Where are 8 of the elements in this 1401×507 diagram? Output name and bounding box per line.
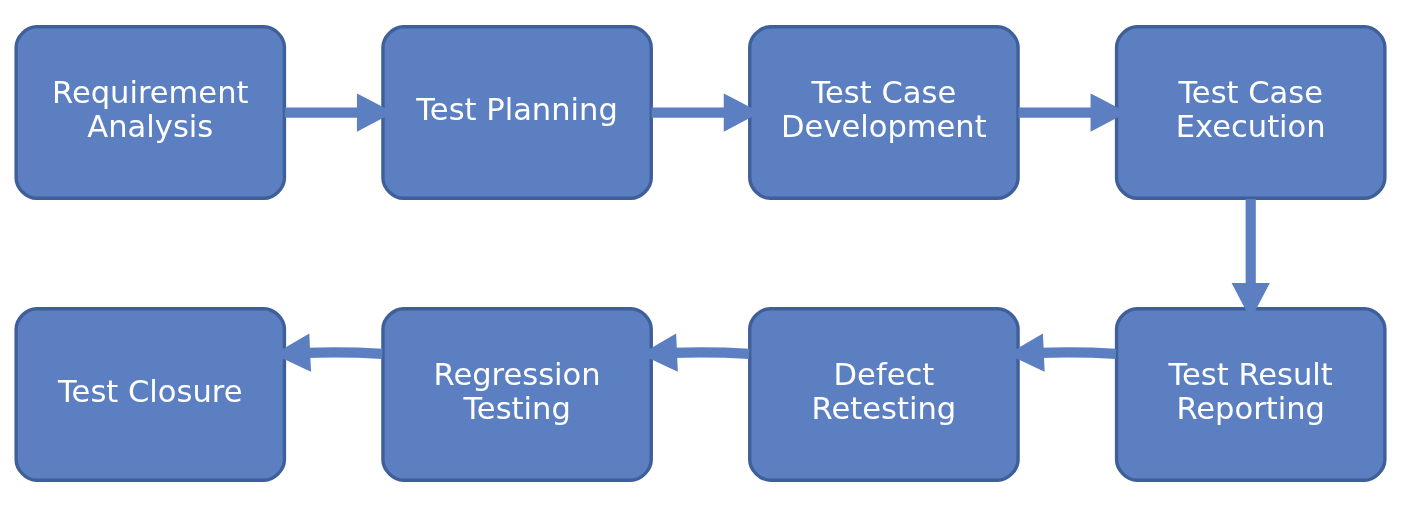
node-box: Test Result Reporting bbox=[1114, 307, 1387, 482]
node-box: Regression Testing bbox=[381, 307, 653, 482]
node-box: Test Planning bbox=[381, 25, 653, 200]
node-box: Requirement Analysis bbox=[14, 25, 287, 200]
node-box: Test Case Development bbox=[748, 25, 1020, 200]
node-box: Test Closure bbox=[14, 307, 287, 482]
node-box: Defect Retesting bbox=[748, 307, 1020, 482]
node-box: Test Case Execution bbox=[1114, 25, 1387, 200]
